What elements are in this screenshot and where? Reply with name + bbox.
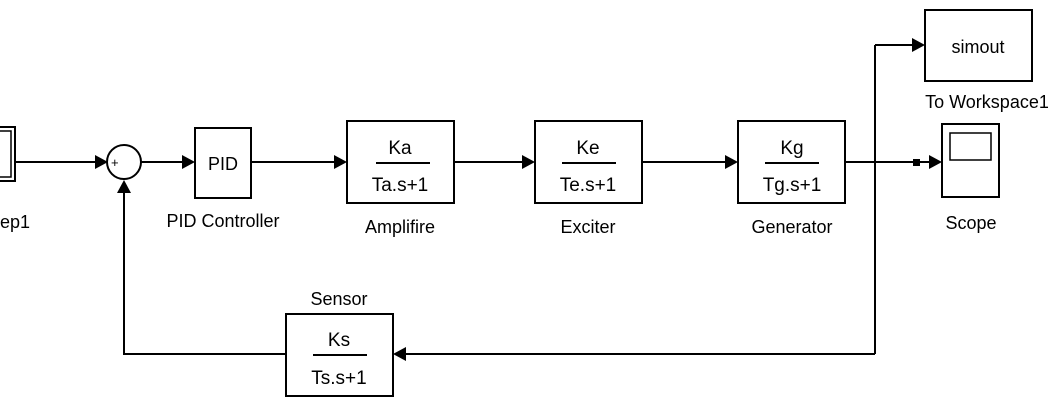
sensor-numerator: Ks xyxy=(328,330,350,351)
arrow-sensor-to-sum xyxy=(117,180,131,193)
arrow-amplifier-to-exciter xyxy=(522,155,535,169)
amplifier-label: Amplifire xyxy=(365,217,435,237)
exciter-denominator: Te.s+1 xyxy=(560,175,617,196)
amplifier-numerator: Ka xyxy=(388,138,412,159)
exciter-label: Exciter xyxy=(560,217,615,237)
workspace-block-text: simout xyxy=(951,37,1004,57)
exciter-numerator: Ke xyxy=(576,138,599,159)
pid-block-text: PID xyxy=(208,154,238,174)
arrow-branch-to-workspace xyxy=(912,38,925,52)
arrow-step-to-sum xyxy=(95,155,108,169)
to-workspace-block[interactable] xyxy=(924,9,1033,82)
generator-label: Generator xyxy=(751,217,832,237)
step-block[interactable] xyxy=(0,126,16,182)
generator-denominator: Tg.s+1 xyxy=(763,175,822,196)
scope-port-marker xyxy=(913,159,920,166)
to-workspace-label: To Workspace1 xyxy=(925,92,1049,112)
wire-sensor-to-sum xyxy=(123,192,286,355)
amplifier-denominator: Ta.s+1 xyxy=(372,175,429,196)
generator-numerator: Kg xyxy=(780,138,803,159)
scope-label: Scope xyxy=(945,213,996,233)
sensor-denominator: Ts.s+1 xyxy=(311,368,366,389)
sum-minus-sign: _ xyxy=(120,163,129,179)
arrow-pid-to-amplifier xyxy=(334,155,347,169)
pid-controller-block[interactable] xyxy=(194,127,252,199)
arrow-sum-to-pid xyxy=(182,155,195,169)
scope-screen-icon xyxy=(949,132,992,161)
arrow-generator-to-scope xyxy=(929,155,942,169)
arrow-exciter-to-generator xyxy=(725,155,738,169)
sum-plus-sign: + xyxy=(111,155,119,170)
arrow-branch-to-sensor xyxy=(393,347,406,361)
pid-controller-label: PID Controller xyxy=(166,211,279,231)
sensor-label: Sensor xyxy=(310,289,367,309)
scope-block[interactable] xyxy=(941,123,1000,198)
step-block-label: ep1 xyxy=(0,212,30,232)
